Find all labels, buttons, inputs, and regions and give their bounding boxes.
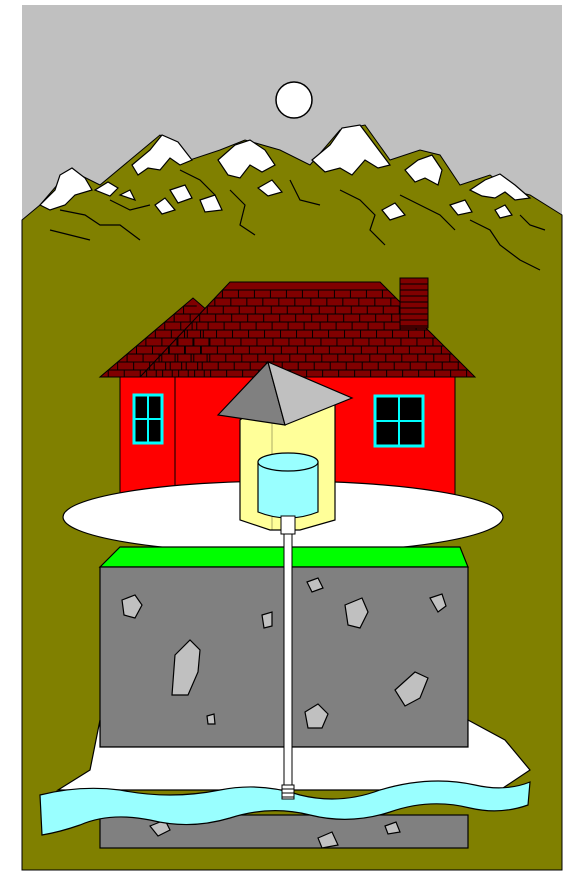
snow-cap	[38, 167, 93, 211]
well-roof	[216, 360, 354, 426]
rock	[171, 639, 201, 696]
mountain-ridges	[49, 169, 546, 271]
snow-cap	[468, 173, 532, 201]
snow-patch	[154, 197, 177, 215]
rock	[429, 593, 447, 613]
lower-rocks	[149, 819, 401, 849]
sun	[275, 81, 313, 119]
sand-layer	[55, 718, 531, 791]
snow-patch	[199, 194, 223, 213]
snow-cap	[131, 134, 193, 176]
snow-patch	[381, 202, 407, 221]
rock	[121, 594, 143, 619]
snow-patch	[118, 189, 137, 202]
well-screen	[281, 784, 295, 800]
snow-cap	[217, 139, 276, 179]
right-window	[373, 394, 425, 448]
roof-brick-lines	[107, 289, 468, 377]
rock	[261, 611, 273, 629]
mountains	[38, 124, 532, 221]
rock	[304, 703, 329, 729]
snow-cap	[93, 181, 119, 197]
snow-patch	[169, 184, 193, 204]
rocks	[121, 577, 447, 729]
aquifer-layer	[39, 780, 531, 836]
snow-patch	[494, 204, 513, 219]
rock	[394, 671, 429, 707]
snow-cap	[311, 124, 392, 176]
snow-cap	[404, 154, 443, 186]
water-tank	[257, 452, 319, 519]
snow-patch	[256, 179, 284, 197]
chimney	[399, 277, 429, 329]
rock	[306, 577, 324, 593]
snow-patch	[448, 199, 473, 216]
left-window	[132, 393, 164, 445]
rock	[206, 713, 216, 725]
rock	[344, 597, 369, 629]
